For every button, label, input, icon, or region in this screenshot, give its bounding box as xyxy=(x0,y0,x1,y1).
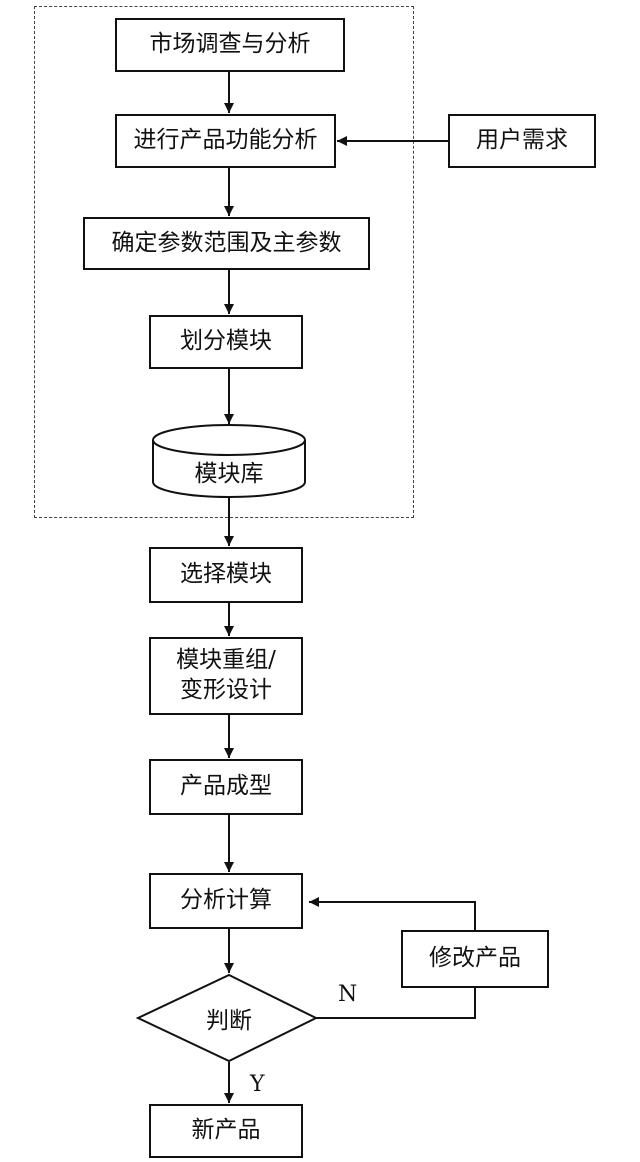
edge-label-yes: Y xyxy=(250,1072,265,1097)
module-library-shape xyxy=(152,424,306,498)
param-range-box: 确定参数范围及主参数 xyxy=(83,217,370,270)
market-research-box: 市场调查与分析 xyxy=(115,18,345,72)
user-demand-label: 用户需求 xyxy=(476,127,568,154)
function-analysis-box: 进行产品功能分析 xyxy=(115,114,336,168)
select-modules-box: 选择模块 xyxy=(149,547,303,603)
divide-modules-label: 划分模块 xyxy=(180,328,272,355)
modify-product-box: 修改产品 xyxy=(401,930,549,988)
market-research-label: 市场调查与分析 xyxy=(149,31,311,58)
analysis-calc-box: 分析计算 xyxy=(149,873,303,929)
function-analysis-label: 进行产品功能分析 xyxy=(133,127,318,154)
module-library-text: 模块库 xyxy=(153,452,305,490)
param-range-label: 确定参数范围及主参数 xyxy=(111,229,342,256)
analysis-calc-label: 分析计算 xyxy=(180,887,272,914)
judge-label: 判断 xyxy=(206,1008,252,1034)
divide-modules-box: 划分模块 xyxy=(149,315,303,369)
judge-text: 判断 xyxy=(170,1000,288,1036)
edge-label-no: N xyxy=(338,982,358,1007)
recombine-design-label: 模块重组/ 变形设计 xyxy=(176,647,276,703)
modify-product-label: 修改产品 xyxy=(429,945,521,972)
line-judge-to-modify xyxy=(316,988,476,1019)
select-modules-label: 选择模块 xyxy=(180,561,272,588)
product-forming-label: 产品成型 xyxy=(180,773,272,800)
judge-diamond xyxy=(135,973,319,1063)
design-phase-region xyxy=(34,6,414,518)
new-product-label: 新产品 xyxy=(191,1117,261,1144)
arrow-modify-to-analysis xyxy=(309,897,476,930)
product-forming-box: 产品成型 xyxy=(149,759,303,815)
user-demand-box: 用户需求 xyxy=(448,114,596,168)
recombine-design-box: 模块重组/ 变形设计 xyxy=(149,637,303,715)
module-library-label: 模块库 xyxy=(194,461,264,487)
new-product-box: 新产品 xyxy=(149,1104,303,1158)
